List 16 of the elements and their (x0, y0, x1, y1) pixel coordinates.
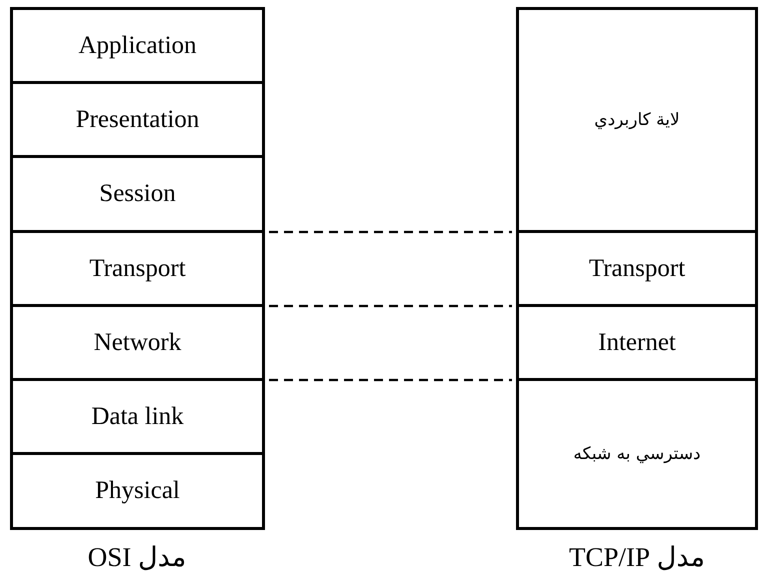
layer-box: دسترسي به شبکه (516, 378, 758, 530)
model-caption: مدل OSI (88, 542, 186, 573)
layer-box: Session (10, 155, 265, 233)
layer-box: Physical (10, 452, 265, 530)
model-caption: مدل TCP/IP (568, 542, 706, 573)
layer-box: Network (10, 304, 265, 381)
layer-box: Application (10, 7, 265, 84)
dashed-line (269, 230, 512, 234)
layer-box: Internet (516, 304, 758, 381)
layer-box: لاية کاربردي (516, 7, 758, 233)
layer-box: Transport (516, 230, 758, 307)
dashed-line (269, 378, 512, 382)
dashed-line (269, 304, 512, 308)
layer-box: Data link (10, 378, 265, 455)
layer-box: Transport (10, 230, 265, 307)
layer-box: Presentation (10, 81, 265, 158)
